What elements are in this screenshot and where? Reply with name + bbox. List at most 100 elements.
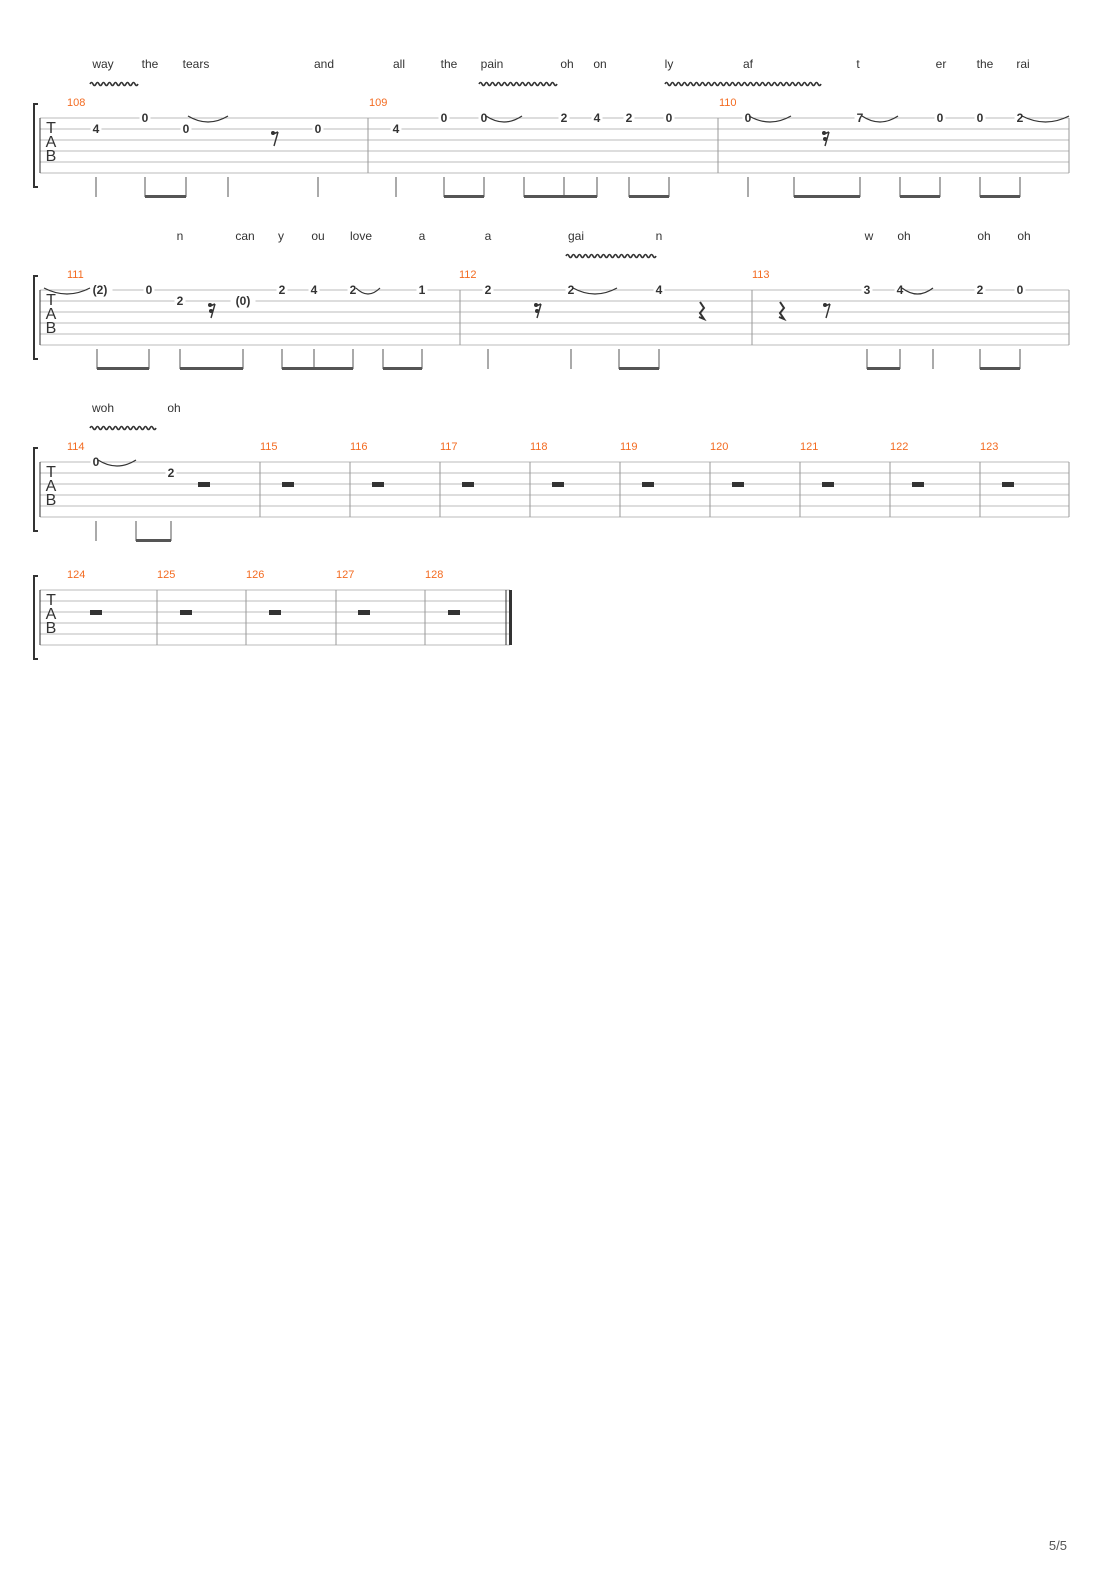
sixteenth-rest — [535, 309, 539, 313]
note-beam — [794, 195, 860, 198]
measure-number: 125 — [157, 569, 175, 581]
lyric-syllable: er — [936, 57, 947, 71]
fret-background — [974, 284, 986, 296]
measure-number: 109 — [369, 97, 387, 109]
note-beam — [444, 195, 484, 198]
measure-number: 124 — [67, 569, 85, 581]
half-rest — [552, 482, 564, 487]
fret-number: 0 — [315, 122, 322, 136]
measure-number: 110 — [719, 97, 737, 109]
measure-number: 121 — [800, 441, 818, 453]
half-rest — [732, 482, 744, 487]
tie-arc — [43, 287, 91, 295]
fret-number: 1 — [419, 283, 426, 297]
fret-background — [390, 123, 402, 135]
final-bar-thick — [509, 590, 512, 645]
lyric-syllable: w — [864, 229, 874, 243]
half-rest — [269, 610, 281, 615]
fret-background — [90, 456, 102, 468]
tie-arc — [861, 115, 899, 123]
fret-number: 4 — [393, 122, 400, 136]
tab-clef-letter: T — [46, 592, 56, 609]
measure-number: 127 — [336, 569, 354, 581]
tab-clef-letter: A — [46, 478, 57, 495]
fret-background — [591, 112, 603, 124]
fret-number: 0 — [1017, 283, 1024, 297]
note-beam — [980, 195, 1020, 198]
lyric-syllable: oh — [897, 229, 910, 243]
half-rest — [372, 482, 384, 487]
fret-number: 0 — [937, 111, 944, 125]
half-rest — [198, 482, 210, 487]
half-rest — [1002, 482, 1014, 487]
fret-number: 0 — [441, 111, 448, 125]
half-rest — [282, 482, 294, 487]
page-number: 5/5 — [1048, 1538, 1067, 1553]
tie-arc — [1021, 115, 1070, 123]
measure-number: 115 — [260, 441, 278, 453]
lyric-syllable: a — [419, 229, 426, 243]
fret-background — [558, 112, 570, 124]
system-bracket — [33, 575, 38, 660]
fret-background — [312, 123, 324, 135]
lyric-syllable: oh — [977, 229, 990, 243]
fret-background — [653, 284, 665, 296]
fret-number: 2 — [626, 111, 633, 125]
fret-background — [438, 112, 450, 124]
eighth-rest — [825, 303, 831, 319]
fret-number: 0 — [93, 455, 100, 469]
vibrato-line — [565, 253, 657, 259]
fret-background — [416, 284, 428, 296]
note-beam — [282, 367, 353, 370]
fret-background — [347, 284, 359, 296]
fret-number: 2 — [1017, 111, 1024, 125]
fret-background — [308, 284, 320, 296]
fret-number: 2 — [168, 466, 175, 480]
fret-background — [139, 112, 151, 124]
fret-background — [174, 295, 186, 307]
tie-arc — [572, 287, 618, 295]
fret-number: 2 — [977, 283, 984, 297]
vibrato-line — [89, 81, 139, 87]
half-rest — [180, 610, 192, 615]
tab-clef-letter: T — [46, 292, 56, 309]
sixteenth-rest — [209, 309, 213, 313]
lyric-syllable: oh — [560, 57, 573, 71]
lyric-syllable: on — [593, 57, 606, 71]
fret-background — [478, 112, 490, 124]
measure-number: 116 — [350, 441, 368, 453]
measure-number: 122 — [890, 441, 908, 453]
note-beam — [180, 367, 243, 370]
tab-clef-letter: B — [46, 620, 57, 637]
system-bracket — [33, 275, 38, 360]
lyric-syllable: n — [656, 229, 663, 243]
fret-background — [861, 284, 873, 296]
tab-clef-letter: B — [46, 148, 57, 165]
fret-number: (0) — [236, 294, 251, 308]
lyric-syllable: y — [278, 229, 284, 243]
note-beam — [867, 367, 900, 370]
lyric-syllable: rai — [1016, 57, 1029, 71]
system-bracket — [33, 103, 38, 188]
tie-arc — [901, 287, 934, 295]
lyric-syllable: n — [177, 229, 184, 243]
half-rest — [448, 610, 460, 615]
fret-background — [894, 284, 906, 296]
lyric-syllable: the — [142, 57, 159, 71]
measure-number: 114 — [67, 441, 85, 453]
lyric-syllable: oh — [167, 401, 180, 415]
tab-clef-letter: A — [46, 606, 57, 623]
fret-background — [90, 123, 102, 135]
fret-number: (2) — [93, 283, 108, 297]
fret-number: 4 — [93, 122, 100, 136]
half-rest — [642, 482, 654, 487]
fret-background — [854, 112, 866, 124]
fret-number: 0 — [146, 283, 153, 297]
fret-number: 2 — [568, 283, 575, 297]
lyric-syllable: a — [485, 229, 492, 243]
fret-background — [482, 284, 494, 296]
fret-number: 3 — [864, 283, 871, 297]
fret-background — [1014, 284, 1026, 296]
